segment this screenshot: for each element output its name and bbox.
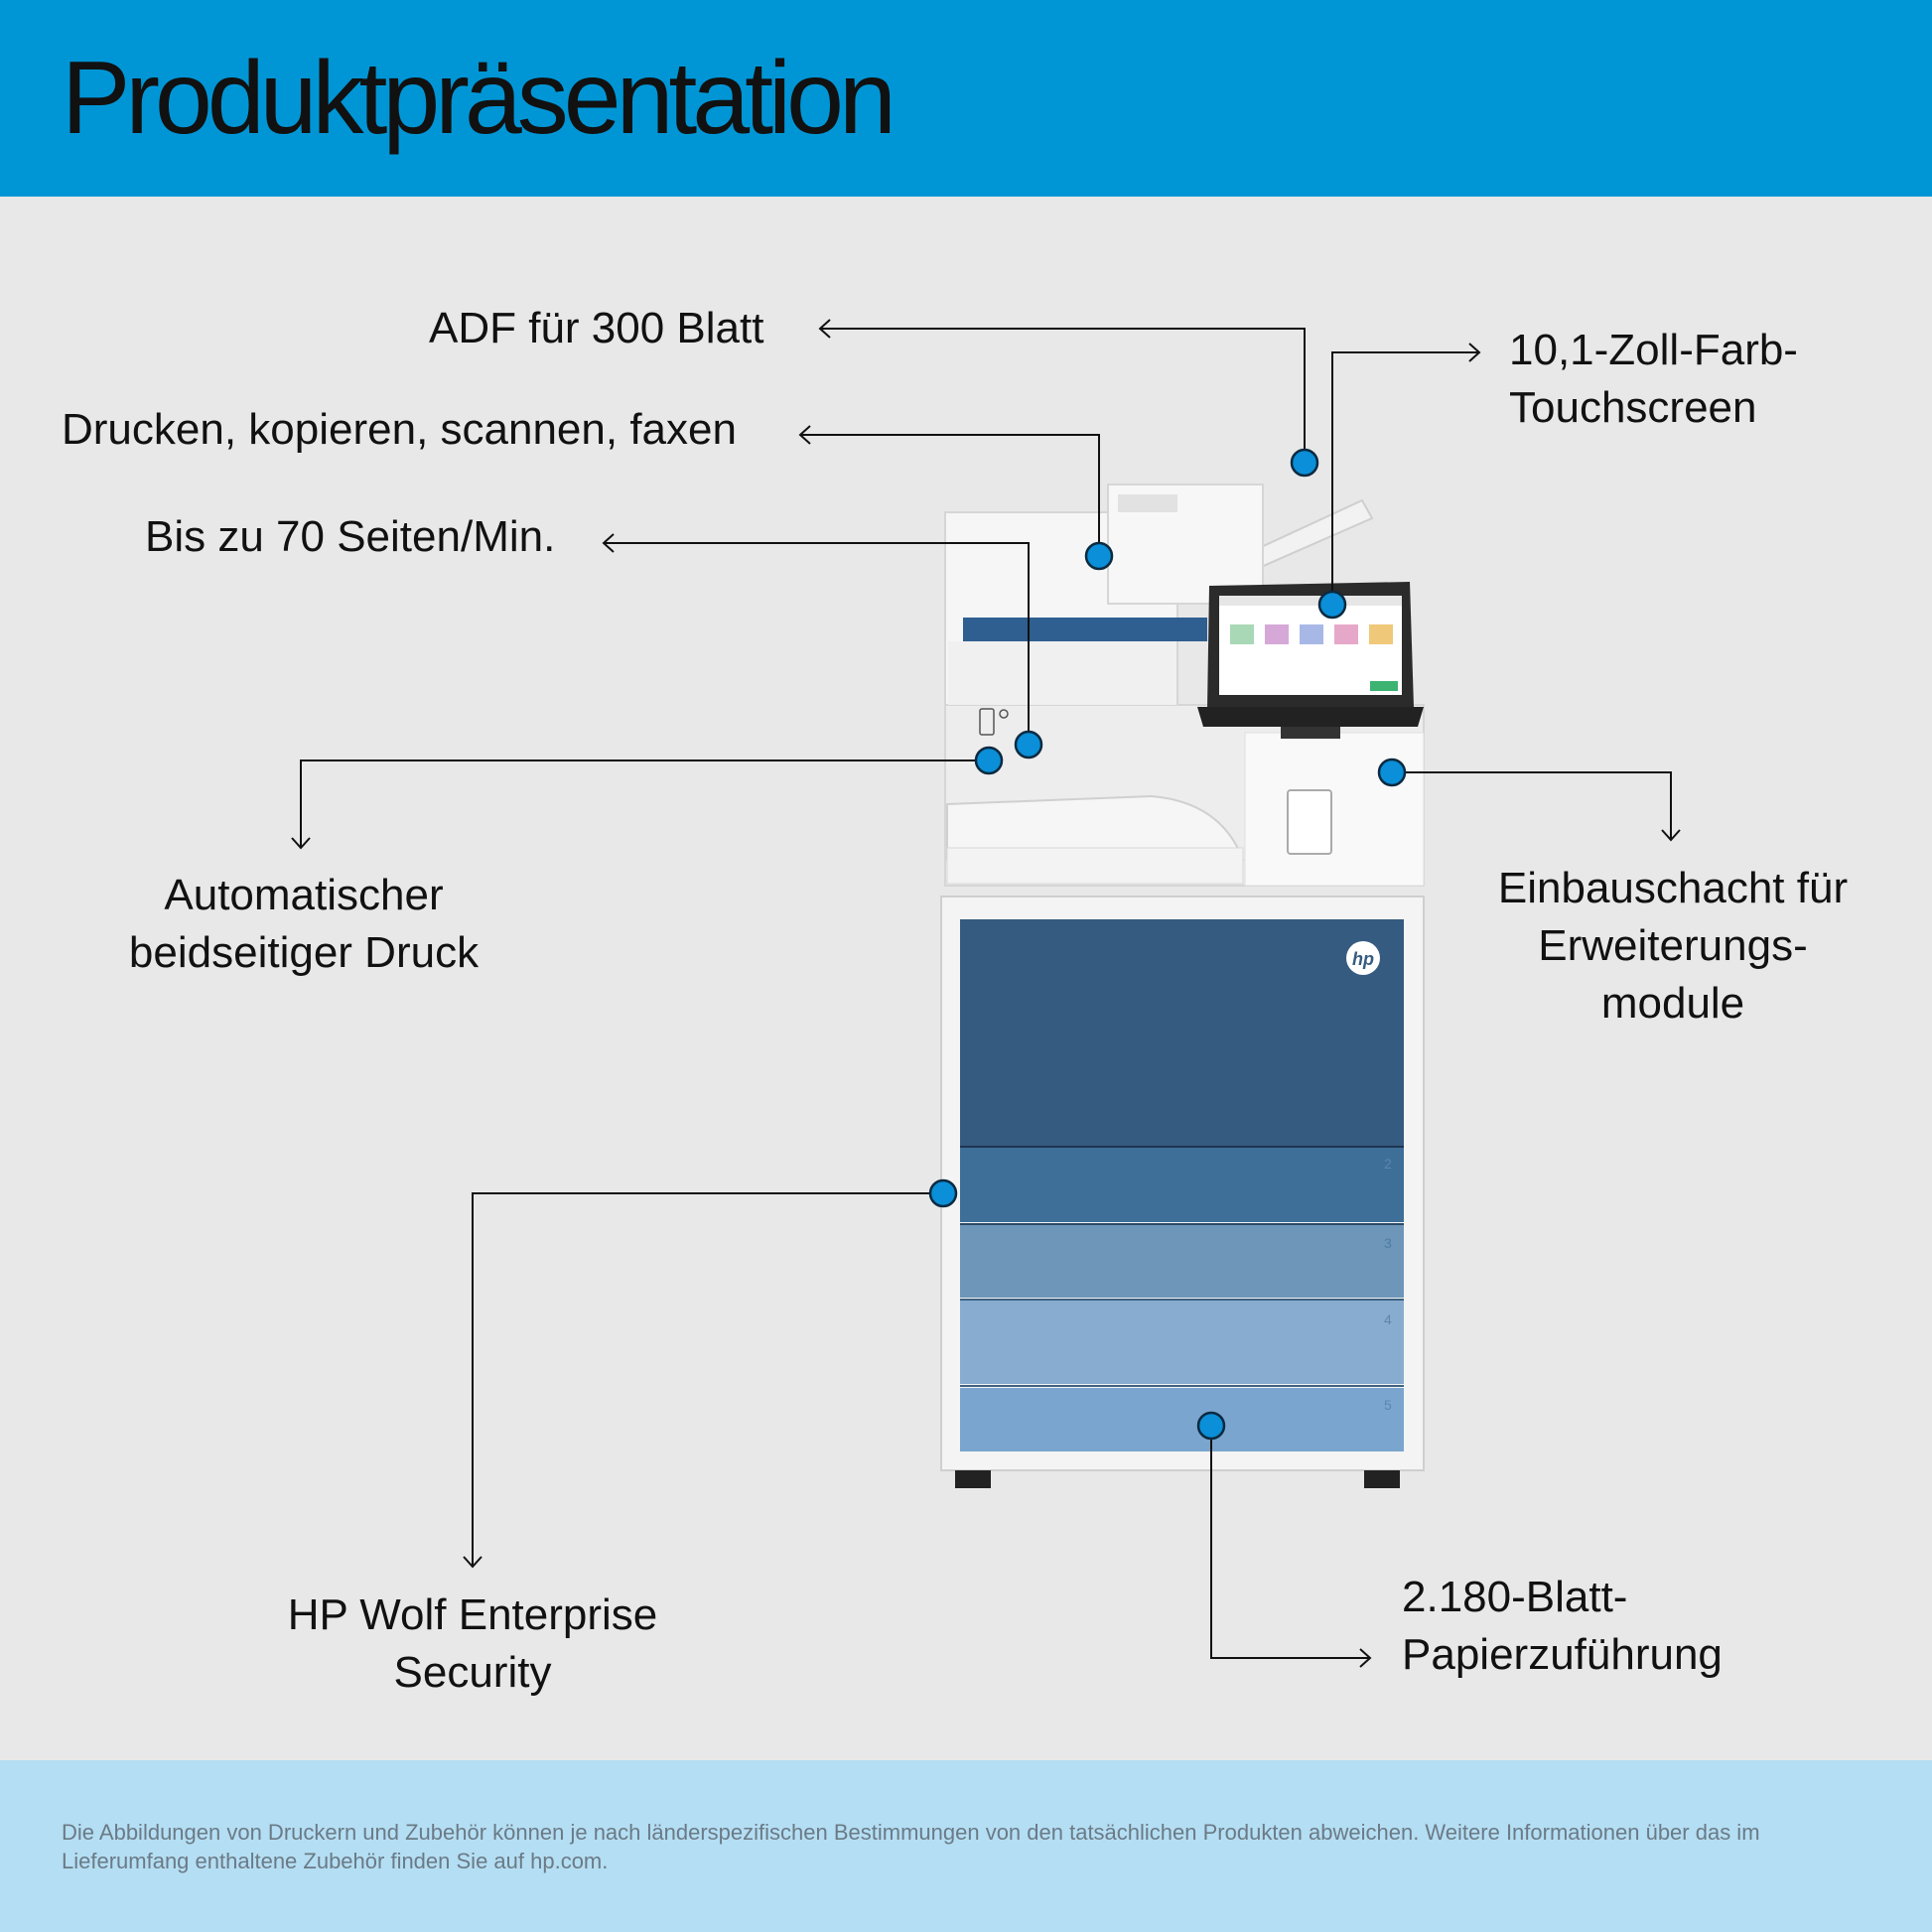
callout-duplex-line-1: Automatischer	[164, 871, 444, 919]
callout-dot-speed	[1014, 730, 1043, 759]
keyboard-tray	[1197, 707, 1424, 727]
product-stage: 2 3 4 5 hp	[0, 197, 1932, 1760]
callout-speed: Bis zu 70 Seiten/Min.	[145, 512, 556, 561]
callout-dot-security	[928, 1178, 958, 1208]
callout-touchscreen: 10,1-Zoll-Farb- Touchscreen	[1509, 322, 1798, 437]
callout-expansion: Einbauschacht für Erweiterungs- module	[1459, 860, 1886, 1033]
footer-disclaimer: Die Abbildungen von Druckern und Zubehör…	[62, 1820, 1760, 1873]
callout-duplex-line-2: beidseitiger Druck	[128, 928, 480, 977]
printer-illustration: 2 3 4 5 hp	[291, 319, 1681, 1668]
callout-expansion-line-2: Erweiterungs-	[1538, 921, 1808, 970]
callout-paper-line-2: Papierzuführung	[1402, 1630, 1723, 1679]
callout-touchscreen-line-2: Touchscreen	[1509, 383, 1757, 432]
hp-logo-icon	[1346, 941, 1380, 975]
callout-paper: 2.180-Blatt- Papierzuführung	[1402, 1569, 1723, 1684]
scanner-blue-strip	[963, 618, 1207, 641]
tray-number-4: 4	[1384, 1311, 1392, 1327]
callout-dot-touchscreen	[1317, 590, 1347, 620]
callout-adf: ADF für 300 Blatt	[429, 304, 764, 352]
side-panel	[1244, 732, 1425, 887]
callout-dot-functions	[1084, 541, 1114, 571]
app-tile-fax-icon	[1300, 624, 1323, 644]
usb-port-icon	[979, 708, 995, 736]
drawer-3	[960, 1225, 1404, 1298]
callout-dot-expansion	[1377, 758, 1407, 787]
drawer-5	[960, 1388, 1404, 1451]
tray-number-5: 5	[1384, 1397, 1392, 1413]
callout-duplex: Automatischer beidseitiger Druck	[75, 867, 532, 982]
callout-touchscreen-line-1: 10,1-Zoll-Farb-	[1509, 326, 1798, 374]
page-title: Produktpräsentation	[62, 41, 897, 156]
callout-dot-duplex	[974, 746, 1004, 775]
callout-dot-paper	[1196, 1411, 1226, 1441]
callout-security-line-1: HP Wolf Enterprise	[287, 1590, 658, 1639]
app-tile-scan-icon	[1265, 624, 1289, 644]
footer-banner: Die Abbildungen von Druckern und Zubehör…	[0, 1760, 1932, 1932]
drawer-4	[960, 1301, 1404, 1384]
callout-lines	[291, 319, 1681, 1668]
callout-expansion-line-3: module	[1600, 979, 1745, 1028]
touchscreen-display	[1219, 596, 1402, 695]
callout-security-line-2: Security	[393, 1648, 552, 1697]
header-banner: Produktpräsentation	[0, 0, 1932, 197]
hp-logo-text: hp	[1352, 949, 1374, 969]
callout-dot-adf	[1290, 448, 1319, 478]
app-tile-settings-icon	[1369, 624, 1393, 644]
tray-number-2: 2	[1384, 1156, 1392, 1172]
callout-security: HP Wolf Enterprise Security	[224, 1587, 721, 1702]
drawer-top	[960, 919, 1404, 1146]
drawer-2	[960, 1148, 1404, 1222]
app-tile-print-icon	[1334, 624, 1358, 644]
app-tile-copy-icon	[1230, 624, 1254, 644]
wheel-right	[1364, 1470, 1400, 1488]
tray-number-3: 3	[1384, 1235, 1392, 1251]
expansion-slot-door	[1287, 789, 1332, 855]
callout-expansion-line-1: Einbauschacht für	[1497, 864, 1849, 912]
callout-paper-line-1: 2.180-Blatt-	[1402, 1573, 1628, 1621]
callout-functions: Drucken, kopieren, scannen, faxen	[62, 405, 737, 454]
power-indicator-icon	[999, 709, 1009, 719]
wheel-left	[955, 1470, 991, 1488]
